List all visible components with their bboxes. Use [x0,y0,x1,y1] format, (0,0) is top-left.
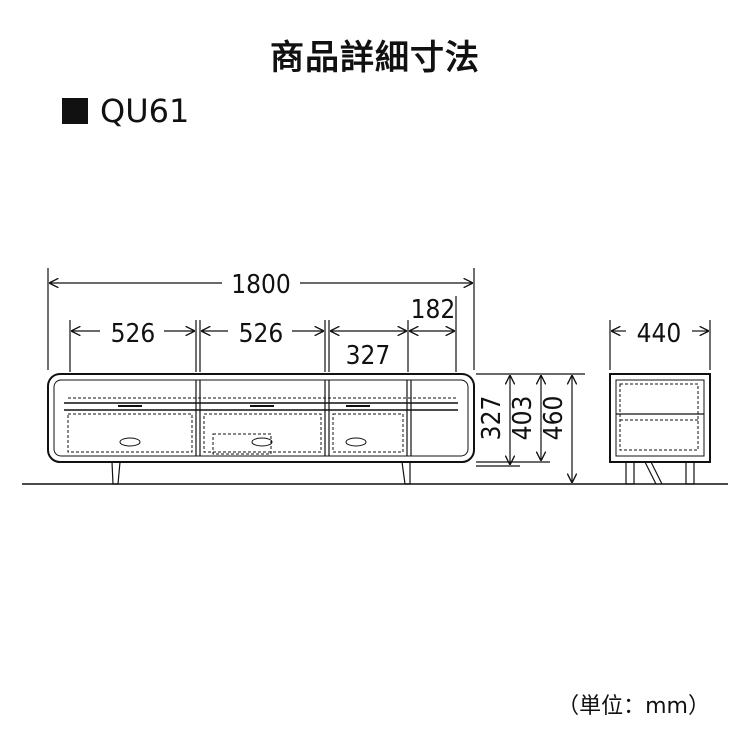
page-title: 商品詳細寸法 [270,38,480,78]
section-1-width-label: 526 [111,319,156,349]
section-2-width-label: 526 [239,319,284,349]
front-view [47,373,475,485]
depth-label: 440 [637,319,682,349]
section-3-width-label: 327 [346,341,391,371]
model-name: QU61 [100,92,190,130]
inner-height-label: 327 [477,396,507,441]
model-heading: QU61 [62,92,189,130]
total-height-label: 460 [539,396,569,441]
front-body-outline [47,373,475,463]
side-leg-right [685,461,695,485]
front-leg-left [111,461,121,485]
square-bullet-icon [62,98,88,124]
side-leg-left [625,461,635,485]
unit-note: （単位：mm） [557,694,710,719]
body-height-label: 403 [508,396,538,441]
total-width-label: 1800 [231,270,291,300]
side-body-outline [609,373,711,463]
side-view [609,373,711,485]
front-leg-right [401,461,411,485]
section-4-width-label: 182 [411,295,456,325]
